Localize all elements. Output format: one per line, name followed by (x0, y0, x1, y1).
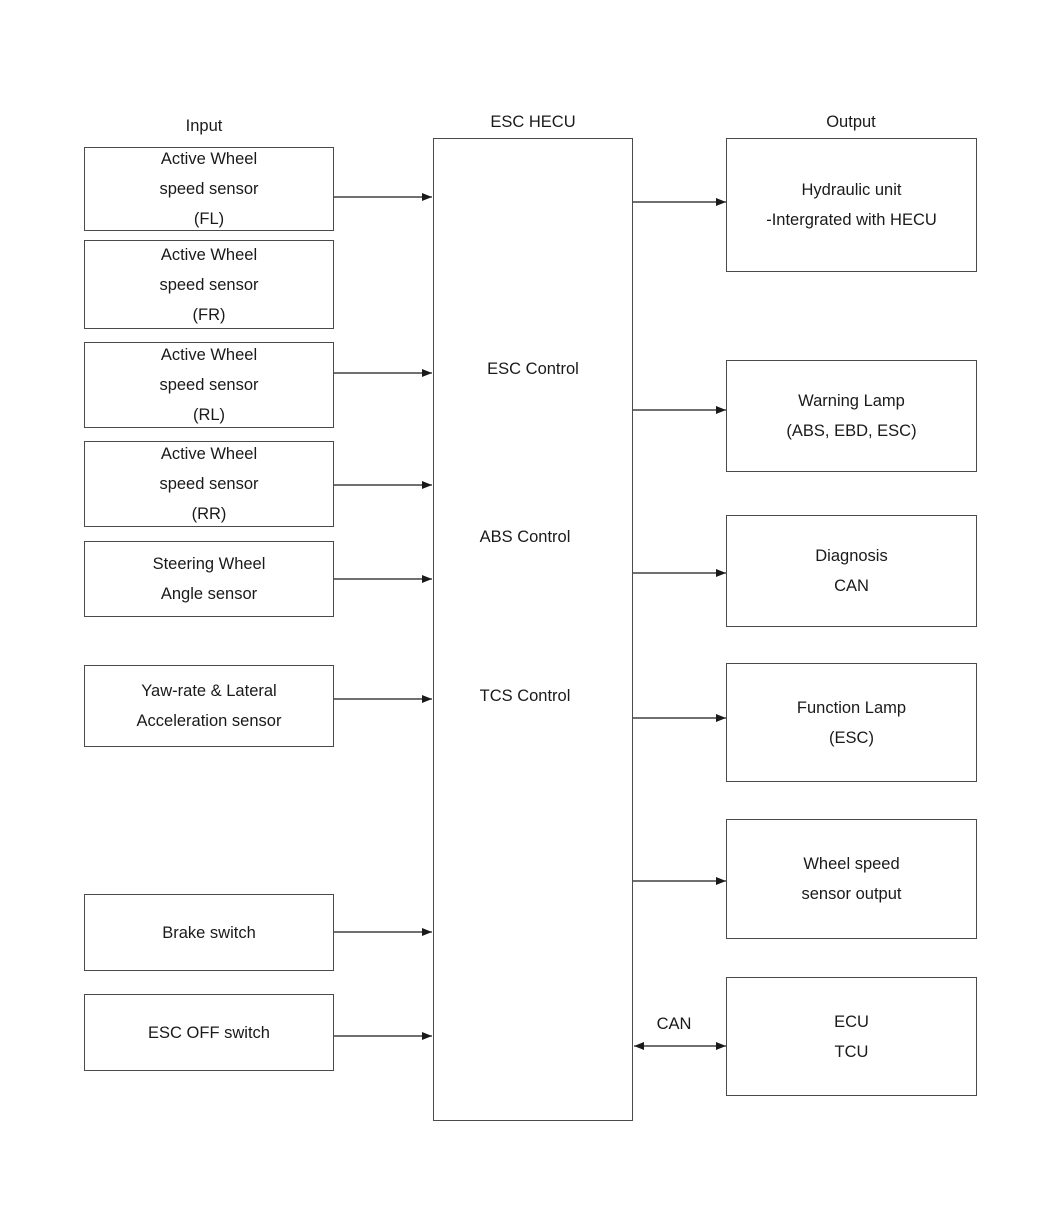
can-link-label: CAN (656, 1015, 692, 1033)
output-function-lamp: Function Lamp (ESC) (726, 663, 977, 782)
line: Wheel speed (803, 855, 900, 873)
tcs-control-label: TCS Control (479, 687, 571, 705)
abs-control-label: ABS Control (479, 528, 571, 546)
line: (FR) (192, 305, 226, 324)
line: Warning Lamp (798, 392, 905, 410)
input-wheel-speed-rl: Active Wheel speed sensor (RL) (84, 342, 334, 428)
line: sensor output (801, 885, 902, 903)
line: (FL) (193, 210, 225, 228)
line: Brake switch (162, 923, 256, 942)
input-heading: Input (185, 117, 223, 135)
output-diagnosis-can: Diagnosis CAN (726, 515, 977, 627)
line: ESC OFF switch (148, 1023, 270, 1042)
line: TCU (834, 1042, 869, 1061)
line: Active Wheel (160, 245, 258, 264)
line: (ESC) (829, 728, 874, 747)
line: Function Lamp (796, 698, 907, 717)
hecu-heading: ESC HECU (490, 113, 576, 131)
input-wheel-speed-rr: Active Wheel speed sensor (RR) (84, 441, 334, 527)
line: CAN (834, 577, 869, 595)
input-wheel-speed-fr: Active Wheel speed sensor (FR) (84, 240, 334, 329)
line: ECU (834, 1012, 869, 1031)
line: (RL) (192, 406, 226, 424)
input-wheel-speed-fl: Active Wheel speed sensor (FL) (84, 147, 334, 231)
esc-hecu-box (433, 138, 633, 1121)
output-wheel-speed-sensor: Wheel speed sensor output (726, 819, 977, 939)
output-warning-lamp: Warning Lamp (ABS, EBD, ESC) (726, 360, 977, 472)
output-hydraulic-unit: Hydraulic unit -Intergrated with HECU (726, 138, 977, 272)
input-steering-angle: Steering Wheel Angle sensor (84, 541, 334, 617)
input-esc-off-switch: ESC OFF switch (84, 994, 334, 1071)
line: Active Wheel (160, 150, 258, 168)
output-ecu-tcu: ECU TCU (726, 977, 977, 1096)
line: speed sensor (159, 475, 259, 493)
output-heading: Output (826, 113, 876, 131)
line: Yaw-rate & Lateral (141, 682, 277, 700)
line: Active Wheel (160, 346, 258, 364)
line: -Intergrated with HECU (766, 211, 937, 229)
input-brake-switch: Brake switch (84, 894, 334, 971)
line: speed sensor (159, 275, 259, 294)
esc-control-label: ESC Control (487, 360, 579, 378)
line: Steering Wheel (152, 555, 266, 573)
input-yaw-rate-lateral: Yaw-rate & Lateral Acceleration sensor (84, 665, 334, 747)
line: Angle sensor (160, 585, 258, 603)
line: Acceleration sensor (136, 712, 282, 730)
line: (ABS, EBD, ESC) (786, 422, 917, 440)
line: speed sensor (159, 376, 259, 394)
line: Active Wheel (160, 445, 258, 463)
line: speed sensor (159, 180, 259, 198)
line: Diagnosis (815, 547, 888, 565)
line: (RR) (191, 505, 227, 523)
line: Hydraulic unit (801, 181, 902, 199)
